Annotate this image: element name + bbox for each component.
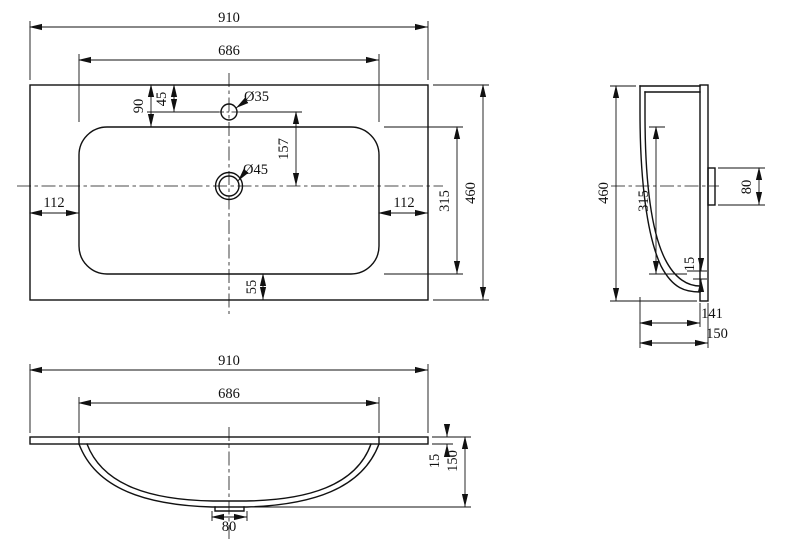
dim-label-side-basin-depth: 315 xyxy=(636,190,652,212)
extension-line xyxy=(29,364,429,433)
dim-front-basin-width: 686 xyxy=(78,386,380,433)
dim-label-plan-left-offset: 112 xyxy=(43,195,64,211)
dim-side-overall-height: 150 xyxy=(639,303,728,348)
plan-view: 910 686 460 315 112 112 55 xyxy=(17,10,489,314)
dim-label-plan-front-offset: 55 xyxy=(244,280,260,295)
dim-label-plan-overall-depth: 460 xyxy=(463,182,479,204)
front-bowl-inner-profile xyxy=(86,443,372,502)
dim-label-side-waste-height: 80 xyxy=(739,180,755,195)
dim-side-basin-depth: 315 xyxy=(636,126,687,275)
front-basin-rim-ticks xyxy=(78,436,380,445)
dim-label-side-overall-depth: 460 xyxy=(596,182,612,204)
dim-label-side-depth-minor: 141 xyxy=(701,306,723,322)
extension-line xyxy=(649,126,687,275)
front-view: 910 686 15 150 80 xyxy=(29,353,471,541)
front-drain-step xyxy=(214,506,245,512)
dim-front-overall-height: 150 xyxy=(250,436,471,508)
dim-side-waste-height: 80 xyxy=(718,167,765,206)
dim-label-side-overall-height: 150 xyxy=(706,326,728,342)
dim-plan-tap-inset: 45 xyxy=(147,84,219,113)
extension-line xyxy=(29,21,429,80)
dim-label-front-top-thickness: 15 xyxy=(427,454,443,469)
extension-line xyxy=(433,84,489,301)
dim-label-plan-right-offset: 112 xyxy=(393,195,414,211)
dim-label-front-basin-width: 686 xyxy=(218,386,240,402)
dim-label-plan-tap-offset: 90 xyxy=(131,99,147,114)
leader-line xyxy=(237,168,249,182)
dim-label-tap-diameter: Ø35 xyxy=(244,89,269,105)
leader-line xyxy=(235,97,249,109)
dim-label-plan-basin-width: 686 xyxy=(218,43,240,59)
extension-line xyxy=(78,54,380,122)
dim-plan-basin-width: 686 xyxy=(78,43,380,122)
dim-label-side-bottom-gap: 15 xyxy=(682,257,698,272)
dim-side-overall-depth: 460 xyxy=(596,85,697,302)
label-tap-hole-diameter: Ø35 xyxy=(235,89,269,109)
dim-plan-tap-offset: 90 xyxy=(131,84,155,127)
dim-label-plan-tap-to-drain: 157 xyxy=(276,138,292,160)
label-drain-hole-diameter: Ø45 xyxy=(237,162,268,182)
dim-label-plan-overall-width: 910 xyxy=(218,10,240,26)
extension-line xyxy=(384,126,463,275)
dim-plan-basin-depth: 315 xyxy=(384,126,463,275)
dim-label-front-drain-width: 80 xyxy=(222,519,237,535)
dim-label-front-overall-width: 910 xyxy=(218,353,240,369)
dim-plan-front-offset: 55 xyxy=(244,273,267,300)
dim-plan-overall-depth: 460 xyxy=(433,84,489,301)
dim-plan-left-offset: 112 xyxy=(29,195,79,217)
dim-label-drain-diameter: Ø45 xyxy=(243,162,268,178)
side-rim-lines xyxy=(639,85,701,93)
dim-side-bottom-gap: 15 xyxy=(682,257,707,292)
front-bowl-outer-profile xyxy=(78,443,380,508)
dim-plan-right-offset: 112 xyxy=(378,195,428,217)
dim-plan-tap-to-drain: 157 xyxy=(240,111,302,186)
dim-front-overall-width: 910 xyxy=(29,353,429,433)
dim-plan-overall-width: 910 xyxy=(29,10,429,80)
dim-side-depth-minor: 141 xyxy=(639,297,723,348)
dim-front-drain-width: 80 xyxy=(211,511,248,535)
dim-label-plan-basin-depth: 315 xyxy=(437,190,453,212)
extension-line xyxy=(639,297,701,348)
side-view: 460 315 80 15 141 150 xyxy=(596,84,765,348)
dim-label-plan-tap-inset: 45 xyxy=(154,92,170,107)
dim-label-front-overall-height: 150 xyxy=(445,450,461,472)
side-waste-block xyxy=(707,167,716,206)
